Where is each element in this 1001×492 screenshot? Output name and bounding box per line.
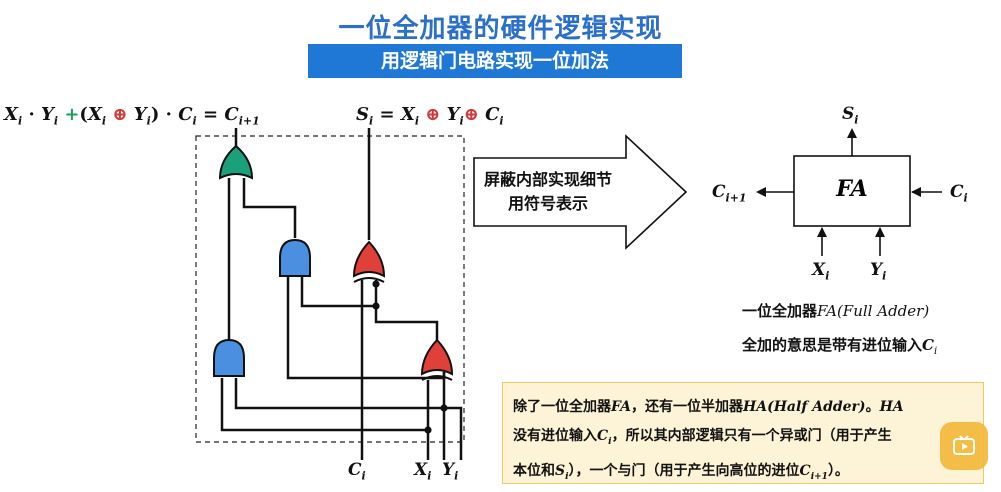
sum-formula: Si = Xi ⊕ Yi⊕ Ci	[356, 104, 504, 128]
half-adder-note: 除了一位全加器FA，还有一位半加器HA(Half Adder)。HA 没有进位输…	[502, 382, 984, 484]
play-badge-icon[interactable]	[940, 422, 988, 470]
arrow-text: 屏蔽内部实现细节 用符号表示	[483, 170, 612, 213]
fa-block	[793, 155, 911, 227]
subtitle-banner: 用逻辑门电路实现一位加法	[308, 44, 682, 78]
page-title: 一位全加器的硬件逻辑实现	[338, 14, 663, 44]
carry-formula: Xi · Yi +(Xi ⊕ Yi) · Ci = Ci+1	[4, 104, 260, 128]
circuit-boundary	[195, 135, 465, 443]
input-label-yi: Yi	[442, 460, 459, 483]
hollow-arrow	[473, 134, 688, 250]
fa-input-yi: Yi	[870, 260, 887, 283]
fa-input-xi: Xi	[812, 260, 830, 283]
or-gate	[218, 144, 254, 180]
caption-fa: 一位全加器FA(Full Adder)	[742, 302, 930, 320]
fa-output-carry: Ci+1	[712, 182, 747, 205]
fa-output-si: Si	[842, 104, 859, 127]
circuit-wires	[220, 128, 463, 460]
input-label-xi: Xi	[414, 460, 432, 483]
xor-gate-lower	[420, 338, 454, 381]
xor-gate-upper	[352, 240, 386, 283]
fa-arrowheads	[756, 128, 921, 237]
fa-block-label: FA	[836, 176, 868, 202]
input-label-ci: Ci	[348, 460, 366, 483]
and-gate-upper	[279, 238, 311, 277]
wire-junctions	[372, 280, 448, 434]
and-gate-lower	[213, 338, 245, 377]
caption-full-add: 全加的意思是带有进位输入Ci	[742, 336, 938, 357]
fa-input-ci: Ci	[950, 182, 968, 205]
